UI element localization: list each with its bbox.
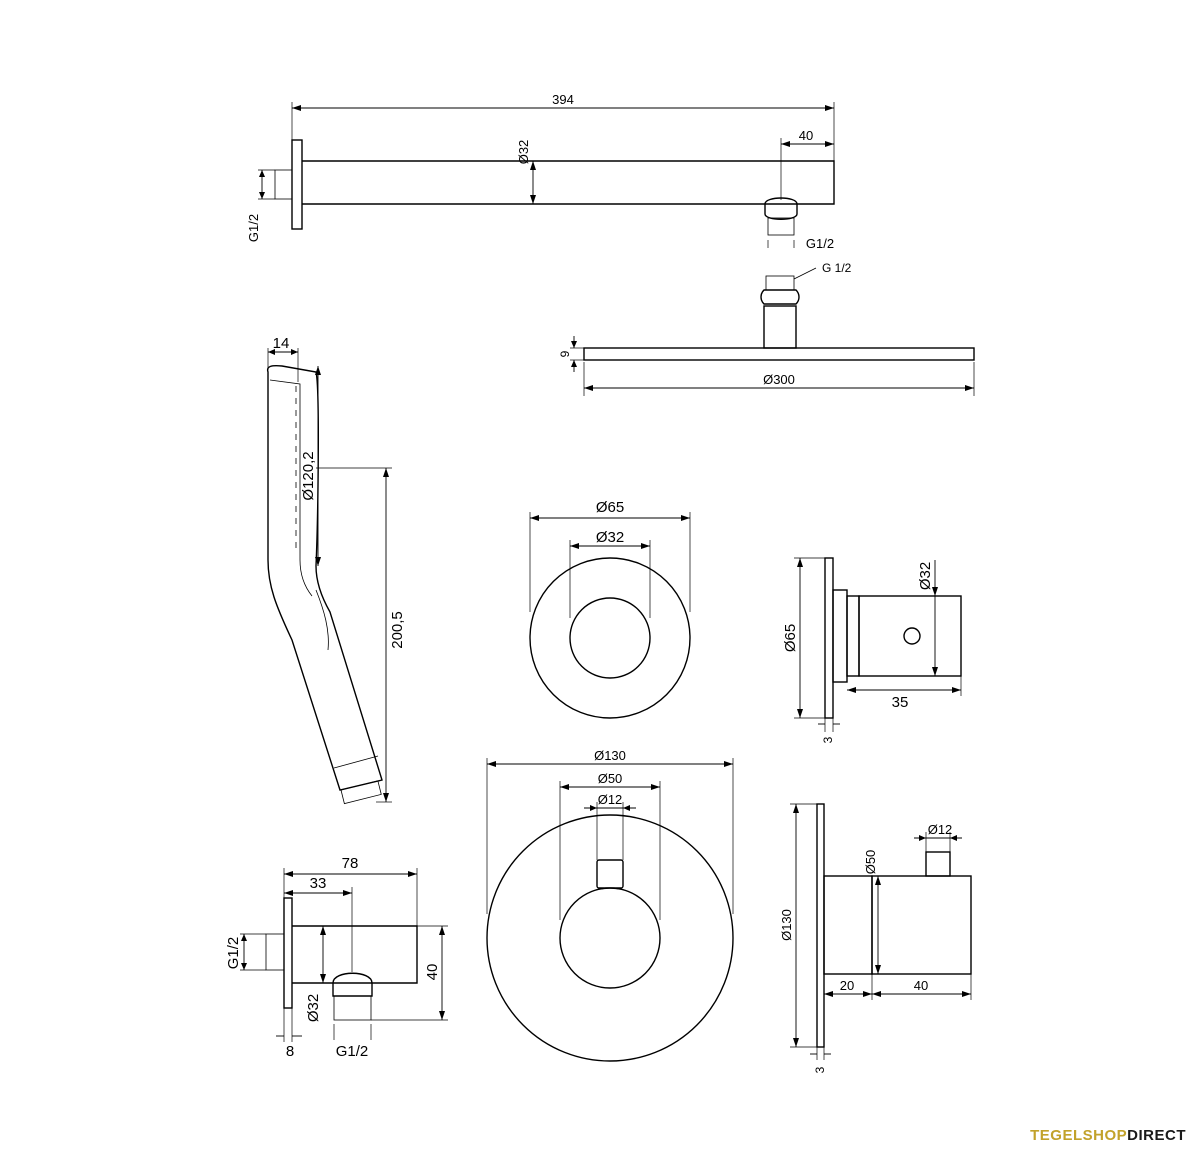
arm-wall-thread [274,169,293,200]
thermo-side-plate-label: Ø130 [779,909,794,941]
thermo-plate-circle [486,814,734,1062]
thermo-spindle-label: Ø12 [598,792,623,807]
elbow-plate-label: 8 [286,1043,294,1060]
thermostat-front-drawing: Ø130 Ø50 Ø12 [486,748,734,1062]
shower-arm-drawing: 394 Ø32 40 G1/2 G1/2 [246,92,835,251]
thermo-spindle [596,859,624,889]
thermo-side-gap-label: 20 [840,978,854,993]
head-ball-joint [760,289,800,305]
elbow-height-label: 40 [424,964,441,981]
head-thread [765,275,795,291]
elbow-outlet-thread [333,995,372,1021]
head-plate [583,347,975,361]
knob-knurled-body [858,595,962,677]
elbow-body [292,925,418,984]
arm-offset-label: 40 [799,128,813,143]
thermo-side-plate [816,803,825,1048]
rosette-inner-label: Ø32 [596,529,624,546]
head-height-label: 9 [558,350,572,357]
thermo-side-handle-label: Ø50 [863,850,878,875]
thermo-side-knob-label: 40 [914,978,928,993]
knob-center-hole [903,627,921,645]
knob-diameter-label: Ø32 [917,562,934,590]
elbow-length-label: 78 [342,855,359,872]
hand-length-label: 200,5 [389,611,406,649]
elbow-offset-label: 33 [310,875,327,892]
hand-shower-thread [340,780,382,805]
arm-wall-thread-label: G1/2 [246,214,261,242]
thermo-handle-label: Ø50 [598,771,623,786]
arm-diameter-label: Ø32 [516,140,531,165]
hand-shower-drawing: 14 Ø120,2 200,5 [266,335,406,805]
arm-wall-plate [291,139,303,230]
rosette-inner-circle [569,597,651,679]
brand-logo: TEGELSHOPDIRECT [1030,1127,1186,1144]
arm-outlet-thread [767,217,795,236]
thermo-handle-circle [559,887,661,989]
rosette-outer-label: Ø65 [596,499,624,516]
elbow-outlet-thread-label: G1/2 [336,1043,369,1060]
elbow-wall-thread [265,933,285,971]
elbow-wall-plate [283,897,293,1009]
elbow-outlet-nut [332,972,373,997]
thermo-plate-label: Ø130 [594,748,626,763]
stop-knob-side-drawing: Ø65 Ø32 35 3 [782,557,962,743]
arm-length-label: 394 [552,92,574,107]
elbow-diameter-label: Ø32 [305,994,322,1022]
arm-outlet-thread-label: G1/2 [806,236,834,251]
knob-length-label: 35 [892,694,909,711]
hand-width-label: 14 [273,335,290,352]
brand-part1: TEGELSHOP [1030,1127,1128,1144]
rosette-front-drawing: Ø65 Ø32 [529,499,691,719]
arm-tube [302,160,835,205]
head-thread-label: G 1/2 [822,261,852,275]
rosette-outer-circle [529,557,691,719]
arm-outlet-nut [764,197,798,220]
hand-shower-body [266,364,383,791]
knob-height-label: Ø65 [782,624,799,652]
head-stem [763,305,797,349]
hand-face-label: Ø120,2 [300,451,317,500]
knob-plate-label: 3 [821,736,835,743]
thermo-side-spindle-label: Ø12 [928,822,953,837]
thermostat-side-drawing: Ø130 Ø50 Ø12 20 40 3 [779,803,972,1073]
knob-wall-plate [824,557,834,719]
elbow-wall-thread-label: G1/2 [225,937,242,970]
thermo-side-knob [871,875,972,975]
brand-part2: DIRECT [1127,1127,1186,1144]
thermo-side-spindle [925,851,951,877]
head-diameter-label: Ø300 [763,372,795,387]
rain-head-drawing: G 1/2 9 Ø300 [558,261,975,396]
wall-elbow-drawing: 78 33 40 G1/2 Ø32 8 G1/2 [225,855,448,1060]
thermo-side-body [823,875,873,975]
thermo-side-plate-thk-label: 3 [813,1066,827,1073]
